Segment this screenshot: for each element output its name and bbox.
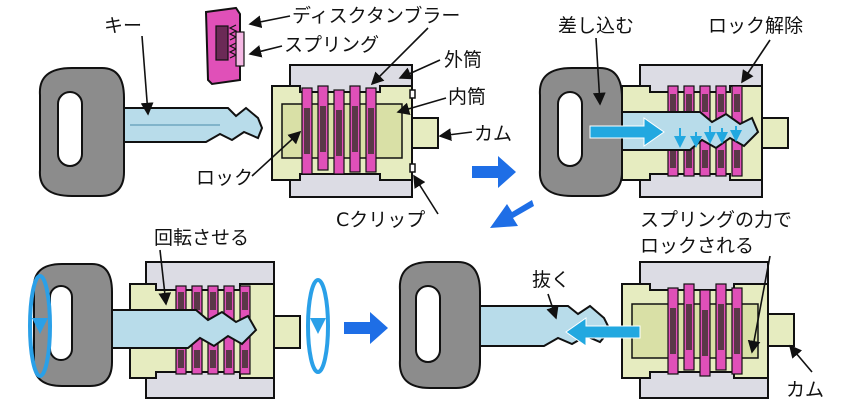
blue-arrow-icon [565,317,641,347]
label-spring-lock-1: スプリングの力で [640,209,792,231]
blue-arrow-icon [589,117,665,147]
key-head [38,67,125,197]
label-pull-out: 抜く [532,269,570,291]
label-disc-tumbler: ディスクタンブラー [292,4,460,27]
label-cam-2: カム [786,379,824,401]
key-blade-3 [111,309,258,349]
label-unlock: ロック解除 [708,15,803,37]
tumbler-stack [301,85,377,175]
label-spring: スプリング [284,34,379,56]
panel-rotate: 回転させる [28,227,330,399]
label-cam: カム [474,123,512,145]
rotate-arrow-icon [28,274,330,378]
key-head-4 [398,261,481,389]
panel-locked: キー ディスクタンブラー スプリング 外筒 内筒 カム ロック Cクリップ [38,4,512,231]
key-head-3 [32,263,113,387]
blue-arrow-icon [344,312,388,344]
label-insert: 差し込む [558,15,634,37]
label-rotate: 回転させる [154,227,249,249]
blue-arrow-icon [472,156,516,188]
blue-arrow-icon [490,200,534,228]
label-lock: ロック [196,167,253,189]
panel-insert: 差し込む ロック解除 [538,15,803,198]
label-c-clip: Cクリップ [336,209,425,231]
label-inner-cylinder: 内筒 [448,86,486,108]
label-spring-lock-2: ロックされる [640,235,754,257]
label-outer-cylinder: 外筒 [444,49,482,71]
cam-shaft [411,117,439,149]
label-key: キー [104,15,142,37]
tumbler-part [204,6,245,86]
panel-pullout: 抜く スプリングの力で ロックされる カム [398,209,824,401]
